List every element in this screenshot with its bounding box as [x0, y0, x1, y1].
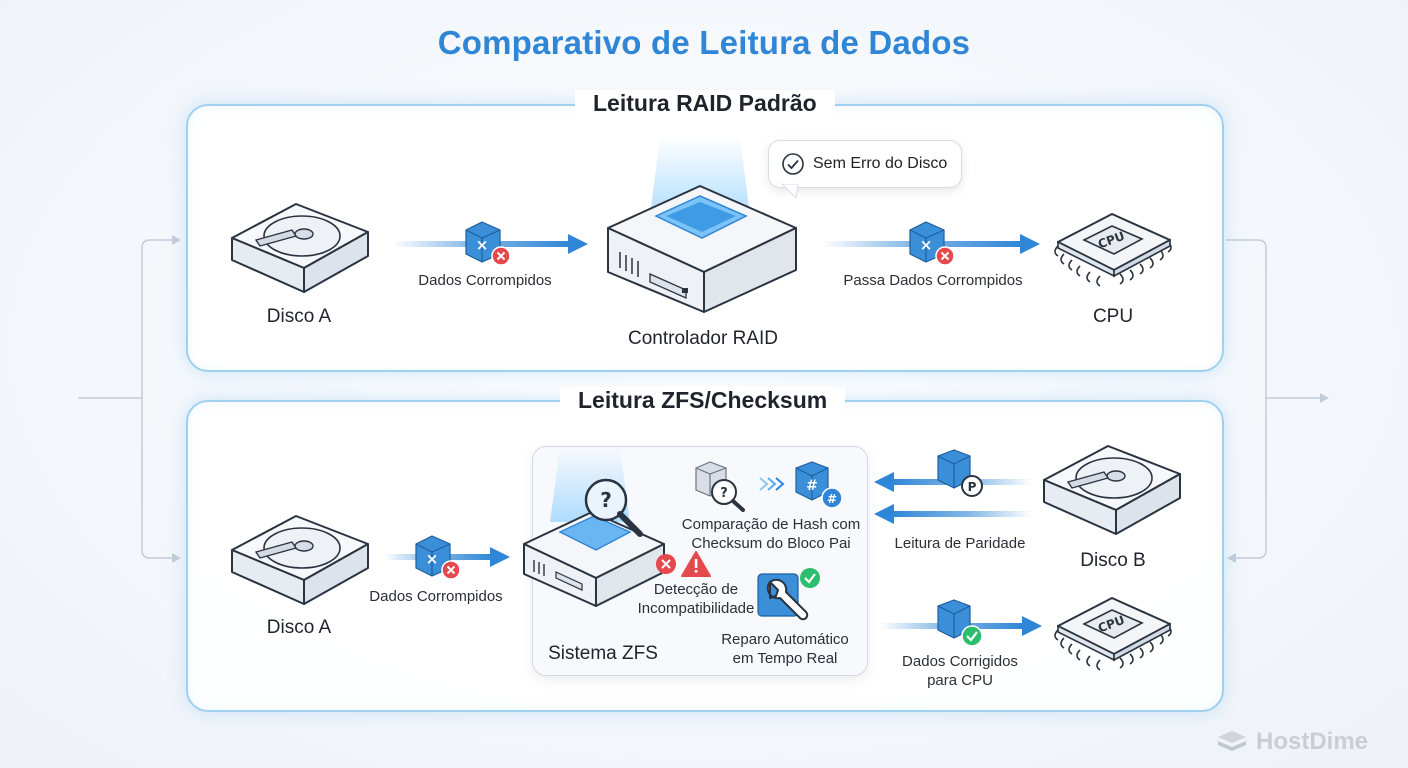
unknown-block-search-icon: ? — [695, 461, 745, 512]
hash-block-icon: # # — [795, 461, 843, 509]
raid-pass-corrupt-label: Passa Dados Corrompidos — [843, 272, 1023, 289]
brand-name: HostDime — [1256, 728, 1369, 755]
parity-read-label: Leitura de Paridade — [894, 535, 1026, 552]
hash-compare-label: Comparação de Hash com Checksum do Bloco… — [676, 515, 866, 553]
corrupt-data-cube-icon: × — [415, 535, 461, 580]
mismatch-detection-label: Detecção de Incompatibilidade — [626, 580, 766, 618]
mismatch-detection-icons — [656, 551, 711, 577]
svg-text:×: × — [426, 550, 439, 568]
cpu-raid-label: CPU — [1092, 306, 1134, 327]
svg-text:#: # — [806, 478, 818, 494]
check-circle-icon — [782, 153, 804, 175]
callout-text: Sem Erro do Disco — [813, 155, 948, 172]
repair-label-line2: em Tempo Real — [732, 650, 838, 667]
raid-controller-label: Controlador RAID — [628, 328, 778, 349]
page-title: Comparativo de Leitura de Dados — [437, 24, 971, 61]
repair-label-line1: Reparo Automático — [721, 631, 849, 648]
hostdime-logo-icon — [1218, 731, 1246, 751]
raid-corrupt-data-label: Dados Corrompidos — [418, 272, 552, 289]
svg-text:?: ? — [600, 488, 612, 512]
corrupt-data-cube-icon: × — [909, 221, 955, 266]
cpu-zfs-icon: CPU — [1054, 597, 1172, 671]
svg-text:?: ? — [720, 486, 728, 501]
no-disk-error-callout: Sem Erro do Disco — [768, 140, 963, 188]
disk-b-icon — [1043, 445, 1181, 535]
callout-pointer — [780, 182, 799, 200]
parity-badge-text: P — [968, 480, 977, 494]
hash-badge-text: # — [827, 492, 837, 506]
disk-a-raid-label: Disco A — [266, 306, 332, 327]
repair-wrench-icon — [757, 568, 820, 621]
detect-label-line1: Detecção de — [653, 581, 739, 598]
zfs-system-label: Sistema ZFS — [548, 643, 658, 664]
corrected-block-icon — [937, 599, 983, 647]
hash-compare-label-line1: Comparação de Hash com — [681, 516, 861, 533]
zfs-panel-title: Leitura ZFS/Checksum — [560, 387, 846, 414]
svg-text:×: × — [920, 236, 933, 254]
compare-chevrons-icon — [759, 477, 785, 491]
cpu-raid-icon: CPU — [1054, 213, 1172, 287]
corrected-label-line2: para CPU — [927, 672, 993, 689]
corrected-data-label: Dados Corrigidos para CPU — [884, 652, 1036, 690]
parity-block-icon: P — [937, 449, 983, 497]
corrupt-data-cube-icon: × — [465, 221, 511, 266]
svg-text:×: × — [476, 236, 489, 254]
raid-controller-icon — [607, 136, 797, 313]
corrected-label-line1: Dados Corrigidos — [902, 653, 1018, 670]
detect-label-line2: Incompatibilidade — [637, 600, 755, 617]
disk-a-zfs-icon — [231, 515, 369, 605]
zfs-corrupt-data-label: Dados Corrompidos — [369, 588, 503, 605]
zfs-server-magnifier-icon: ? — [523, 448, 665, 607]
disk-b-label: Disco B — [1080, 550, 1146, 571]
hash-compare-label-line2: Checksum do Bloco Pai — [691, 535, 851, 552]
brand-logo: HostDime — [1216, 728, 1368, 756]
raid-panel-title: Leitura RAID Padrão — [575, 90, 835, 117]
disk-a-raid-icon — [231, 203, 369, 293]
auto-repair-label: Reparo Automático em Tempo Real — [708, 630, 862, 668]
disk-a-zfs-label: Disco A — [266, 617, 332, 638]
